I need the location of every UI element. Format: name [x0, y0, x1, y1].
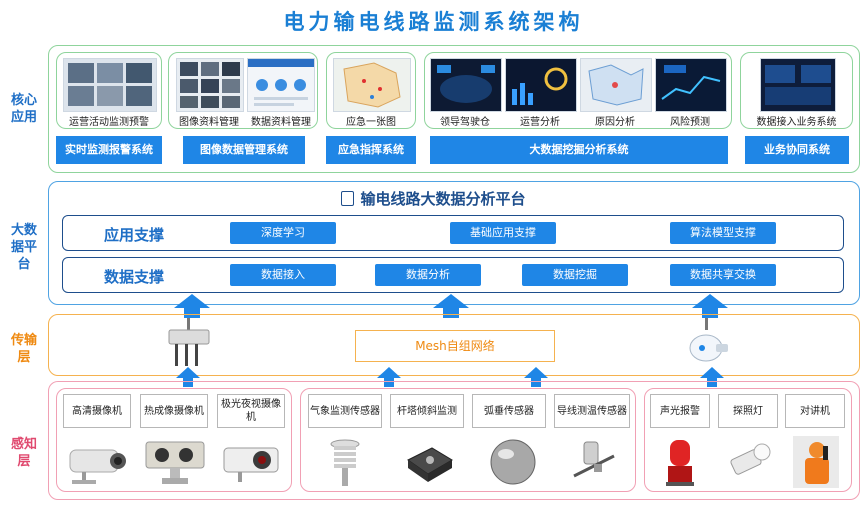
data-support-label: 数据支撑: [104, 268, 165, 286]
weather-station-icon: [330, 439, 360, 486]
data-support-item[interactable]: 数据接入: [230, 264, 336, 286]
mesh-network-label: Mesh自组网络: [415, 339, 495, 353]
core-item-label: 原因分析: [595, 117, 635, 128]
up-arrow-icon: [700, 367, 724, 387]
up-arrow-icon: [174, 294, 210, 318]
layer-transport-text: 传输层: [10, 333, 37, 365]
camera-nightvision[interactable]: 极光夜视摄像机: [217, 394, 285, 428]
nightvision-camera-icon: [223, 447, 279, 482]
core-item-label: 数据接入业务系统: [756, 117, 837, 128]
camera-hd[interactable]: 高清摄像机: [63, 394, 131, 428]
system-realtime-alarm[interactable]: 实时监测报警系统: [56, 136, 162, 164]
layer-label-core: 核心应用: [4, 92, 44, 126]
layer-label-transport: 传输层: [4, 332, 44, 366]
screenshot-image-mgmt: [176, 58, 244, 112]
tilt-sensor-icon: [407, 447, 453, 482]
core-item-label: 风险预测: [670, 117, 710, 128]
page-title: 电力输电线路监测系统架构: [283, 10, 584, 34]
transport-frame: [48, 314, 860, 376]
core-item-label: 运营分析: [520, 117, 560, 128]
core-item-label: 领导驾驶仓: [440, 117, 490, 128]
screenshot-risk-prediction: [655, 58, 727, 112]
up-arrow-icon: [176, 367, 200, 387]
system-emergency-command[interactable]: 应急指挥系统: [326, 136, 416, 164]
screenshot-cockpit: [430, 58, 502, 112]
system-bigdata-mining[interactable]: 大数据挖掘分析系统: [430, 136, 728, 164]
camera-thermal[interactable]: 热成像摄像机: [140, 394, 208, 428]
layer-core-text: 核心应用: [10, 93, 37, 125]
layer-label-sensing: 感知层: [4, 436, 44, 470]
screenshot-data-mgmt: [247, 58, 315, 112]
sensor-group: [300, 388, 636, 492]
core-item-label: 运营活动监测预警: [69, 117, 149, 128]
screenshot-monitoring: [63, 58, 157, 112]
sensor-sag[interactable]: 弧垂传感器: [472, 394, 546, 428]
core-group-5: [740, 52, 853, 129]
core-group-2: [168, 52, 318, 129]
core-group-1: [56, 52, 162, 129]
alert-group: [644, 388, 852, 492]
layer-label-bigdata: 大数据平台: [4, 222, 44, 273]
mesh-node-icon: [689, 318, 728, 362]
sensor-wire-temp[interactable]: 导线测温传感器: [554, 394, 630, 428]
mesh-network-box: Mesh自组网络: [355, 330, 555, 362]
data-support-item[interactable]: 数据分析: [375, 264, 481, 286]
core-layer-frame: [48, 45, 860, 173]
data-support-item[interactable]: 数据共享交换: [670, 264, 776, 286]
sensor-tower-tilt[interactable]: 杆塔倾斜监测: [390, 394, 464, 428]
system-image-data-mgmt[interactable]: 图像数据管理系统: [183, 136, 305, 164]
alarm-light-icon: [666, 440, 694, 486]
core-group-4: [424, 52, 732, 129]
screenshot-cause-analysis: [580, 58, 652, 112]
hd-camera-icon: [69, 449, 126, 484]
camera-group: [56, 388, 292, 492]
sag-sensor-icon: [490, 439, 536, 485]
walkie-talkie-user-icon: [793, 436, 839, 488]
up-arrow-icon: [433, 294, 469, 318]
app-support-item[interactable]: 基础应用支撑: [450, 222, 556, 244]
app-support-item[interactable]: 深度学习: [230, 222, 336, 244]
alert-sound-light[interactable]: 声光报警: [650, 394, 710, 428]
mesh-gateway-icon: [168, 318, 210, 366]
up-arrow-icon: [692, 294, 728, 318]
wire-temp-sensor-icon: [573, 441, 615, 478]
screenshot-emergency-map: [333, 58, 411, 112]
searchlight-icon: [730, 443, 771, 475]
layer-sensing-text: 感知层: [10, 437, 37, 469]
sensing-frame: [48, 381, 860, 500]
document-icon: [341, 191, 355, 206]
platform-title-text: 输电线路大数据分析平台: [360, 190, 526, 208]
platform-title: 输电线路大数据分析平台: [0, 188, 867, 209]
core-item-label: 应急一张图: [346, 117, 396, 128]
screenshot-operation-analysis: [505, 58, 577, 112]
app-support-label: 应用支撑: [104, 226, 165, 244]
layer-bigdata-text: 大数据平台: [10, 223, 37, 272]
core-item-label: 数据资料管理: [251, 117, 311, 128]
up-arrow-icon: [524, 367, 548, 387]
core-item-label: 图像资料管理: [179, 117, 239, 128]
system-business-collab[interactable]: 业务协同系统: [745, 136, 849, 164]
data-support-item[interactable]: 数据挖掘: [522, 264, 628, 286]
screenshot-business-access: [760, 58, 836, 112]
up-arrow-icon: [377, 367, 401, 387]
alert-walkie-talkie[interactable]: 对讲机: [785, 394, 845, 428]
thermal-camera-icon: [145, 441, 205, 484]
app-support-item[interactable]: 算法模型支撑: [670, 222, 776, 244]
core-group-3: [326, 52, 416, 129]
alert-searchlight[interactable]: 探照灯: [718, 394, 778, 428]
sensor-weather[interactable]: 气象监测传感器: [308, 394, 382, 428]
